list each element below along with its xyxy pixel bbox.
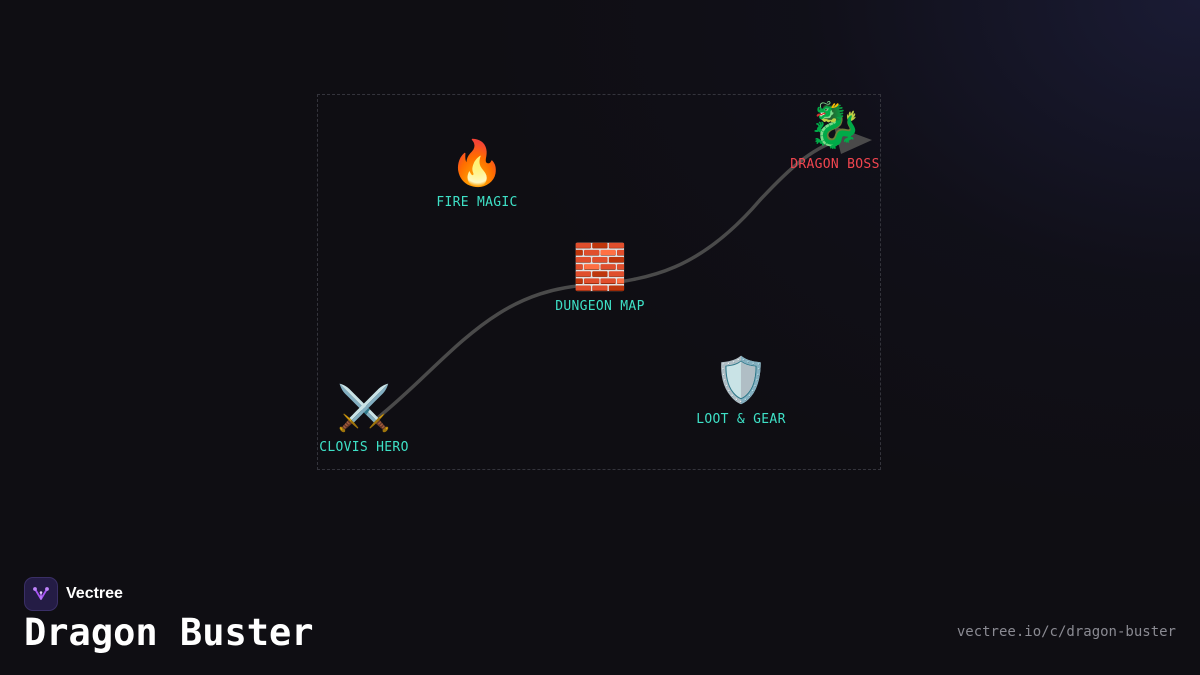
brand-name: Vectree xyxy=(66,585,123,602)
brick-wall-icon: 🧱 xyxy=(572,242,628,293)
quest-path-arrowhead xyxy=(834,126,872,154)
crossed-swords-icon: ⚔️ xyxy=(336,383,392,434)
node-label: CLOVIS HERO xyxy=(319,440,409,455)
node-loot-gear[interactable]: 🛡️ LOOT & GEAR xyxy=(696,355,786,428)
diagram-frame xyxy=(317,94,881,470)
node-clovis-hero[interactable]: ⚔️ CLOVIS HERO xyxy=(319,383,409,456)
node-dragon-boss[interactable]: 🐉 DRAGON BOSS xyxy=(790,100,880,173)
vectree-logo-icon xyxy=(24,577,58,611)
page-title: Dragon Buster xyxy=(24,611,314,654)
fire-icon: 🔥 xyxy=(449,138,505,189)
node-label: FIRE MAGIC xyxy=(436,195,518,210)
brand[interactable]: Vectree xyxy=(24,577,123,611)
dragon-icon: 🐉 xyxy=(807,100,863,151)
node-label: DRAGON BOSS xyxy=(790,157,880,172)
node-fire-magic[interactable]: 🔥 FIRE MAGIC xyxy=(436,138,518,211)
node-dungeon-map[interactable]: 🧱 DUNGEON MAP xyxy=(555,242,645,315)
node-label: LOOT & GEAR xyxy=(696,412,786,427)
quest-path-line xyxy=(373,138,840,422)
shield-icon: 🛡️ xyxy=(713,355,769,406)
node-label: DUNGEON MAP xyxy=(555,299,645,314)
page-url[interactable]: vectree.io/c/dragon-buster xyxy=(956,624,1176,640)
